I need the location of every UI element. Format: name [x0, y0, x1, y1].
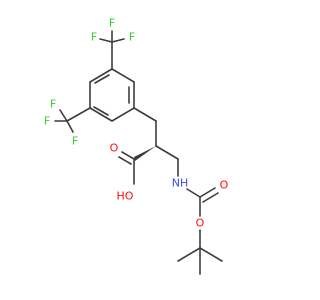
atom-labels: F F F F F F O HO NH O O [44, 17, 229, 230]
bond-cstar-ch2 [155, 145, 179, 160]
atom-o-ester: O [196, 217, 205, 230]
atom-o-hydroxyl: HO [117, 190, 134, 203]
atom-f1: F [91, 31, 97, 44]
stereo-wedge-bond [134, 146, 156, 161]
ring-bond-6 [89, 68, 113, 83]
molecule-canvas: F F F F F F O HO NH O O [43, 16, 229, 275]
atom-o-carboxyl-double: O [110, 142, 119, 155]
bond-tbu-methyl-1 [177, 247, 201, 262]
bond-cooh-o-double-a [121, 151, 135, 160]
bond-carbonyl-o-double-b [202, 192, 219, 203]
bond-carbonyl-o-double-a [199, 187, 216, 198]
atom-f6: F [72, 135, 78, 148]
bond-cooh-o-double-b [118, 156, 132, 165]
atom-f4: F [50, 98, 56, 111]
ring-bond-4 [89, 107, 113, 122]
bond-ring-cf3-left [66, 107, 91, 122]
bond-ring-ch2 [133, 107, 157, 122]
atom-f3: F [109, 17, 115, 30]
bond-tbu-methyl-2 [199, 247, 223, 262]
bond-c-f6 [66, 120, 74, 133]
atom-nitrogen: NH [172, 177, 189, 190]
ring-double-bond-3 [94, 74, 110, 84]
bond-c-f2 [111, 38, 125, 43]
atom-f2: F [129, 31, 135, 44]
bond-n-carbonyl [186, 188, 201, 198]
atom-f5: F [44, 115, 50, 128]
structure-diagram: F F F F F F O HO NH O O [43, 16, 229, 275]
ring-bond-1 [111, 68, 135, 83]
atom-o-carbamate-double: O [220, 179, 229, 192]
ring-double-bond-2 [93, 106, 109, 116]
ring-bond-3 [111, 107, 135, 122]
bond-c-f1 [99, 38, 113, 43]
bond-c-f4 [59, 109, 68, 122]
bonds [54, 30, 223, 275]
